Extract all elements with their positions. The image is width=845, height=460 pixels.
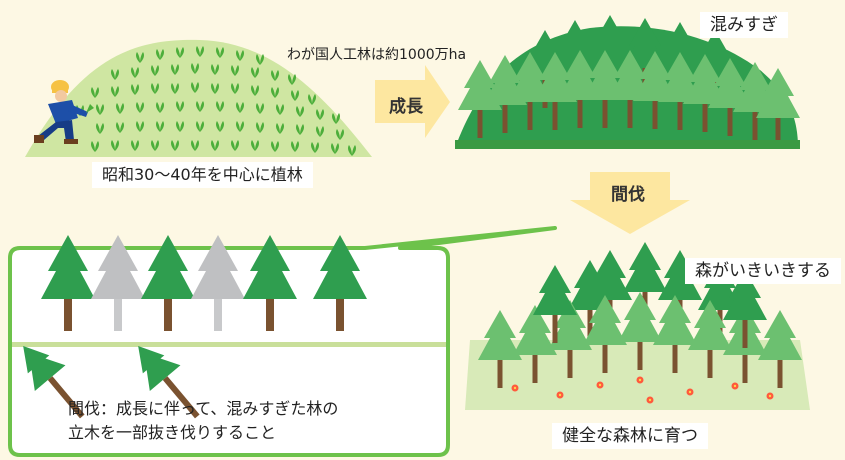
worker-figure [34,80,94,144]
growth-arrow [375,65,450,138]
definition-line-2: 立木を一部抜き伐りすること [68,423,277,442]
definition-line-1: 間伐：成長に伴って、混みすぎた林の [68,399,339,418]
forest-area-label: わが国人工林は約1000万ha [287,47,467,63]
thinning-label: 間伐 [611,185,645,205]
lively-label: 森がいきいきする [685,258,841,284]
growth-label: 成長 [389,97,423,117]
healthy-label: 健全な森林に育つ [552,423,708,449]
callout-bubble [8,226,557,457]
crowded-forest [455,15,800,149]
planting-label: 昭和30〜40年を中心に植林 [92,162,313,188]
thinning-arrow [570,172,690,234]
planted-hill [25,39,372,157]
healthy-forest [465,242,810,410]
crowded-label: 混みすぎ [700,12,788,38]
